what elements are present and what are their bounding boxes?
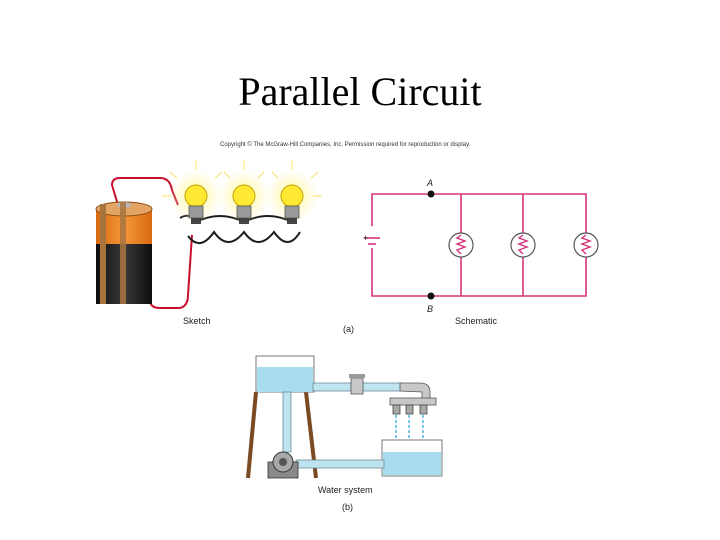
sketch-wire-lower: [187, 230, 301, 244]
battery-icon: [95, 201, 153, 304]
schematic-outer-loop: [371, 193, 587, 297]
water-system-label: Water system: [318, 485, 373, 495]
light-bulb-icon: [218, 160, 270, 224]
resistor-icon: [573, 232, 599, 258]
node-b-dot: [427, 292, 435, 300]
sketch-wire-bottom: [149, 234, 193, 309]
sketch-label: Sketch: [183, 316, 211, 326]
faucet-icon: [349, 374, 365, 395]
copyright-notice: Copyright © The McGraw-Hill Companies, I…: [220, 142, 471, 148]
schematic-battery: [364, 226, 380, 248]
water-tank-icon: [255, 355, 315, 393]
figure-b-caption: (b): [342, 502, 353, 512]
resistor-icon: [510, 232, 536, 258]
schematic-label: Schematic: [455, 316, 498, 326]
figure-a-caption: (a): [343, 324, 354, 334]
battery-plus-label: +: [363, 233, 368, 243]
return-pipe-horizontal: [295, 459, 385, 469]
manifold-pipe: [389, 397, 437, 406]
schematic-figure: [371, 193, 587, 297]
resistor-icon: [448, 232, 474, 258]
sketch-wire-top: [110, 177, 179, 206]
sketch-figure: Sketch: [95, 160, 322, 326]
stand-leg: [246, 391, 258, 479]
water-system-figure: Water system (b): [246, 355, 443, 512]
pump-icon: [267, 451, 299, 479]
slide-title: Parallel Circuit: [238, 69, 482, 114]
node-b-label: B: [427, 304, 433, 314]
return-pipe-vertical: [282, 391, 292, 453]
node-a-label: A: [426, 178, 433, 188]
node-a-dot: [427, 190, 435, 198]
light-bulb-icon: [162, 160, 223, 224]
light-bulb-icon: [266, 160, 322, 224]
